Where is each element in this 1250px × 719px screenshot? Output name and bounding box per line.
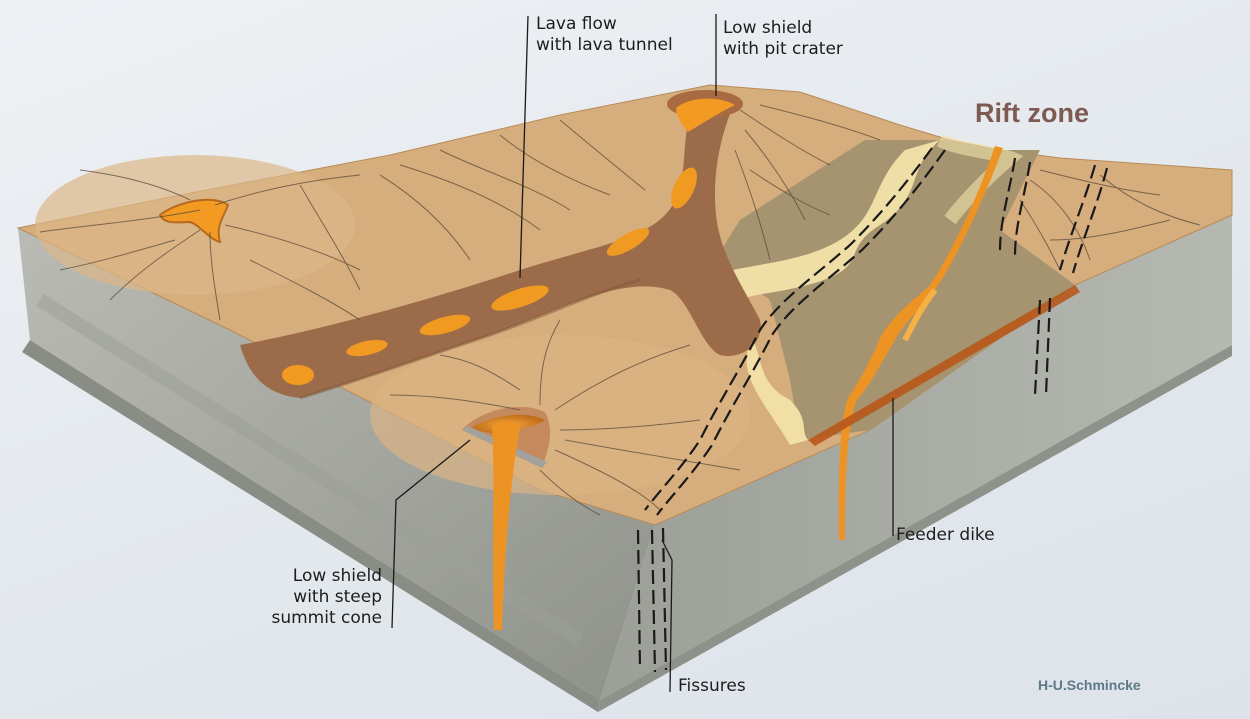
lava-flow-channel (240, 98, 761, 400)
block-right-face (598, 215, 1232, 712)
tunnel-skylight (282, 365, 314, 385)
diagram-title: Rift zone (975, 98, 1089, 128)
label-low-shield-pit-crater: Low shield with pit crater (723, 18, 843, 59)
feeder-dike-path (838, 146, 1003, 540)
cone-conduit (492, 421, 520, 630)
label-lava-flow: Lava flow with lava tunnel (536, 14, 673, 55)
label-feeder-dike: Feeder dike (896, 525, 995, 545)
tunnel-skylight (346, 339, 388, 357)
tunnel-skylight (606, 228, 650, 256)
fissure-lines (636, 147, 1109, 673)
tunnel-skylight (419, 314, 471, 336)
author-credit: H-U.Schmincke (1038, 677, 1141, 693)
surface-cracks (39, 104, 1201, 516)
leader-steep-cone (391, 439, 471, 629)
label-fissures: Fissures (678, 676, 746, 696)
tunnel-skylight (671, 167, 697, 209)
tunnel-skylight (491, 285, 549, 311)
pit-crater (667, 90, 743, 132)
magma-conduits (492, 146, 1080, 630)
leader-lava-flow (519, 15, 529, 279)
label-low-shield-steep-cone: Low shield with steep summit cone (271, 566, 382, 628)
rift-floor (698, 133, 1075, 445)
pale-deposit (698, 140, 940, 445)
leader-fissures (661, 539, 673, 693)
left-shield-crater (158, 198, 230, 244)
leader-lines (391, 14, 894, 693)
